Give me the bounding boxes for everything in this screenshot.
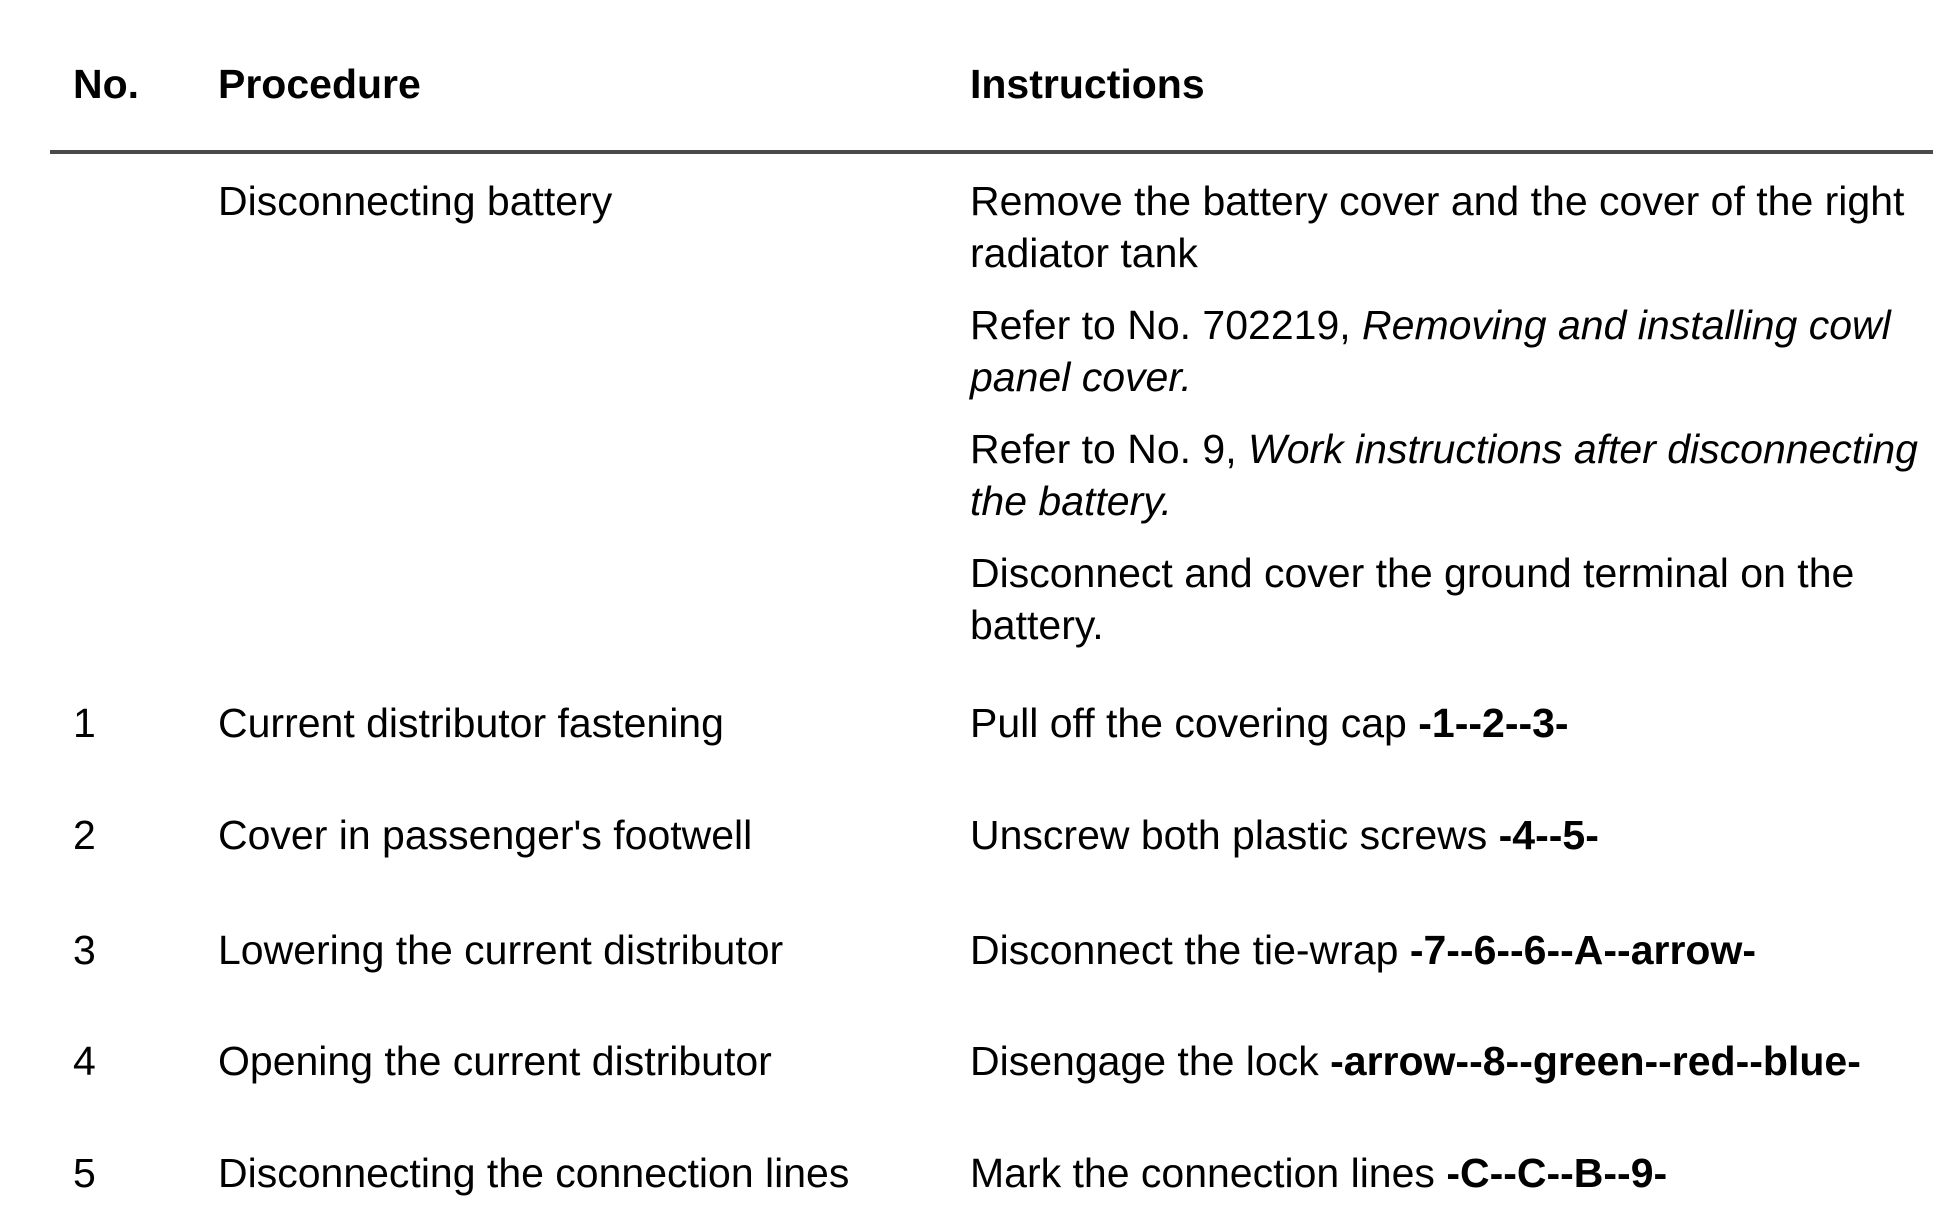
table-row: 3 Lowering the current distributor Disconn… (50, 924, 1945, 976)
procedure-cell: Disconnecting battery (218, 178, 613, 224)
instructions-cell: Pull off the covering cap -1--2--3- (970, 697, 1945, 749)
table-row: 2 Cover in passenger's footwell Unscrew bo… (50, 809, 1945, 861)
cross-reference-title: Work instructions after disconnecting th… (970, 426, 1918, 524)
procedure-cell: Cover in passenger's footwell (218, 812, 753, 858)
instruction-text: Disengage the lock (970, 1038, 1331, 1084)
instruction-paragraph: Refer to No. 9, Work instructions after … (970, 423, 1945, 527)
instruction-text: Mark the connection lines (970, 1150, 1447, 1196)
item-reference: -C--C--B--9- (1446, 1150, 1668, 1196)
instruction-paragraph: Unscrew both plastic screws -4--5- (970, 809, 1945, 861)
procedure-cell: Current distributor fastening (218, 700, 724, 746)
instruction-text: Pull off the covering cap (970, 700, 1419, 746)
table-row: 1 Current distributor fastening Pull off t… (50, 697, 1945, 749)
instructions-cell: Remove the battery cover and the cover o… (970, 175, 1945, 651)
row-number-cell: 2 (73, 812, 96, 858)
column-header-no: No. (73, 61, 140, 107)
table-row: 5 Disconnecting the connection lines Mark … (50, 1147, 1945, 1199)
instruction-text: Unscrew both plastic screws (970, 812, 1499, 858)
item-reference: -4--5- (1498, 812, 1599, 858)
instruction-text: Refer to No. 702219, (970, 302, 1363, 348)
instruction-paragraph: Disconnect and cover the ground terminal… (970, 547, 1945, 651)
column-header-procedure: Procedure (218, 61, 421, 107)
row-number-cell: 5 (73, 1150, 96, 1196)
instruction-paragraph: Mark the connection lines -C--C--B--9- (970, 1147, 1945, 1199)
instructions-cell: Mark the connection lines -C--C--B--9- (970, 1147, 1945, 1199)
header-divider-line (50, 150, 1933, 154)
table-row: Disconnecting battery Remove the battery … (50, 175, 1945, 651)
instruction-paragraph: Pull off the covering cap -1--2--3- (970, 697, 1945, 749)
row-number-cell: 3 (73, 927, 96, 973)
procedure-cell: Disconnecting the connection lines (218, 1150, 850, 1196)
instruction-text: Disconnect and cover the ground terminal… (970, 550, 1855, 648)
instruction-text: Disconnect the tie-wrap (970, 927, 1410, 973)
instructions-cell: Disconnect the tie-wrap -7--6--6--A--arr… (970, 924, 1945, 976)
table-header-row: No. Procedure Instructions (50, 58, 1945, 110)
row-number-cell: 1 (73, 700, 96, 746)
item-reference: -7--6--6--A--arrow- (1409, 927, 1757, 973)
item-reference: -arrow--8--green--red--blue- (1330, 1038, 1861, 1084)
instruction-paragraph: Remove the battery cover and the cover o… (970, 175, 1945, 279)
cross-reference-title: Removing and installing cowl panel cover… (970, 302, 1891, 400)
instructions-cell: Unscrew both plastic screws -4--5- (970, 809, 1945, 861)
procedure-cell: Lowering the current distributor (218, 927, 784, 973)
item-reference: -1--2--3- (1418, 700, 1569, 746)
column-header-instructions: Instructions (970, 61, 1205, 107)
procedure-table: No. Procedure Instructions Disconnecting… (50, 0, 1945, 1199)
instruction-paragraph: Disengage the lock -arrow--8--green--red… (970, 1035, 1945, 1087)
instruction-paragraph: Disconnect the tie-wrap -7--6--6--A--arr… (970, 924, 1945, 976)
procedure-cell: Opening the current distributor (218, 1038, 772, 1084)
row-number-cell: 4 (73, 1038, 96, 1084)
instruction-text: Refer to No. 9, (970, 426, 1249, 472)
instructions-cell: Disengage the lock -arrow--8--green--red… (970, 1035, 1945, 1087)
instruction-text: Remove the battery cover and the cover o… (970, 178, 1905, 276)
table-body: Disconnecting battery Remove the battery … (50, 175, 1945, 1199)
table-row: 4 Opening the current distributor Disengag… (50, 1035, 1945, 1087)
instruction-paragraph: Refer to No. 702219, Removing and instal… (970, 299, 1945, 403)
